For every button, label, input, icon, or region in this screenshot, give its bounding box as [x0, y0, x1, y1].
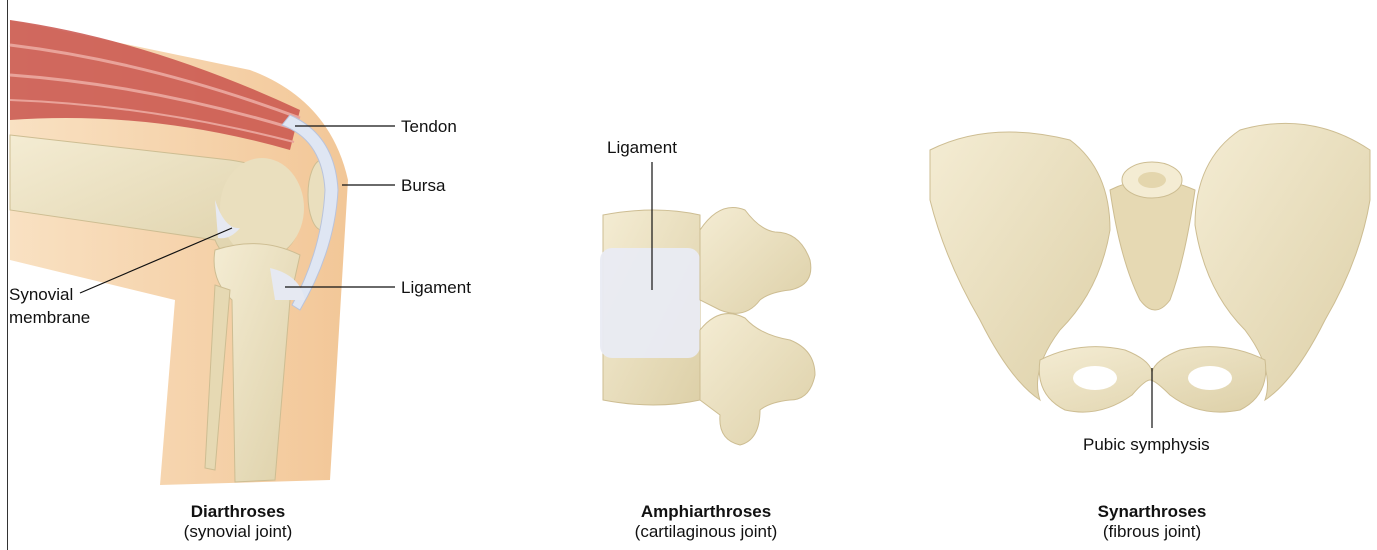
- knee-joint-illustration: [10, 20, 348, 485]
- vertebrae-illustration: [600, 208, 815, 446]
- caption-subtitle: (synovial joint): [88, 522, 388, 542]
- pelvis-illustration: [930, 123, 1370, 412]
- caption-diarthroses: Diarthroses (synovial joint): [88, 502, 388, 542]
- caption-title: Amphiarthroses: [556, 502, 856, 522]
- caption-title: Diarthroses: [88, 502, 388, 522]
- label-ligament-spine: Ligament: [607, 138, 677, 158]
- caption-subtitle: (cartilaginous joint): [556, 522, 856, 542]
- lower-process: [700, 314, 815, 445]
- caption-title: Synarthroses: [1002, 502, 1302, 522]
- caption-subtitle: (fibrous joint): [1002, 522, 1302, 542]
- label-tendon: Tendon: [401, 117, 457, 137]
- label-pubic-symphysis: Pubic symphysis: [1083, 435, 1210, 455]
- intervertebral-ligament: [600, 248, 700, 358]
- caption-amphiarthroses: Amphiarthroses (cartilaginous joint): [556, 502, 856, 542]
- label-bursa: Bursa: [401, 176, 445, 196]
- label-synovial-line2: membrane: [9, 308, 90, 328]
- upper-process: [700, 208, 811, 314]
- caption-synarthroses: Synarthroses (fibrous joint): [1002, 502, 1302, 542]
- sacrum: [1110, 180, 1195, 310]
- label-ligament-knee: Ligament: [401, 278, 471, 298]
- label-synovial-line1: Synovial: [9, 285, 73, 305]
